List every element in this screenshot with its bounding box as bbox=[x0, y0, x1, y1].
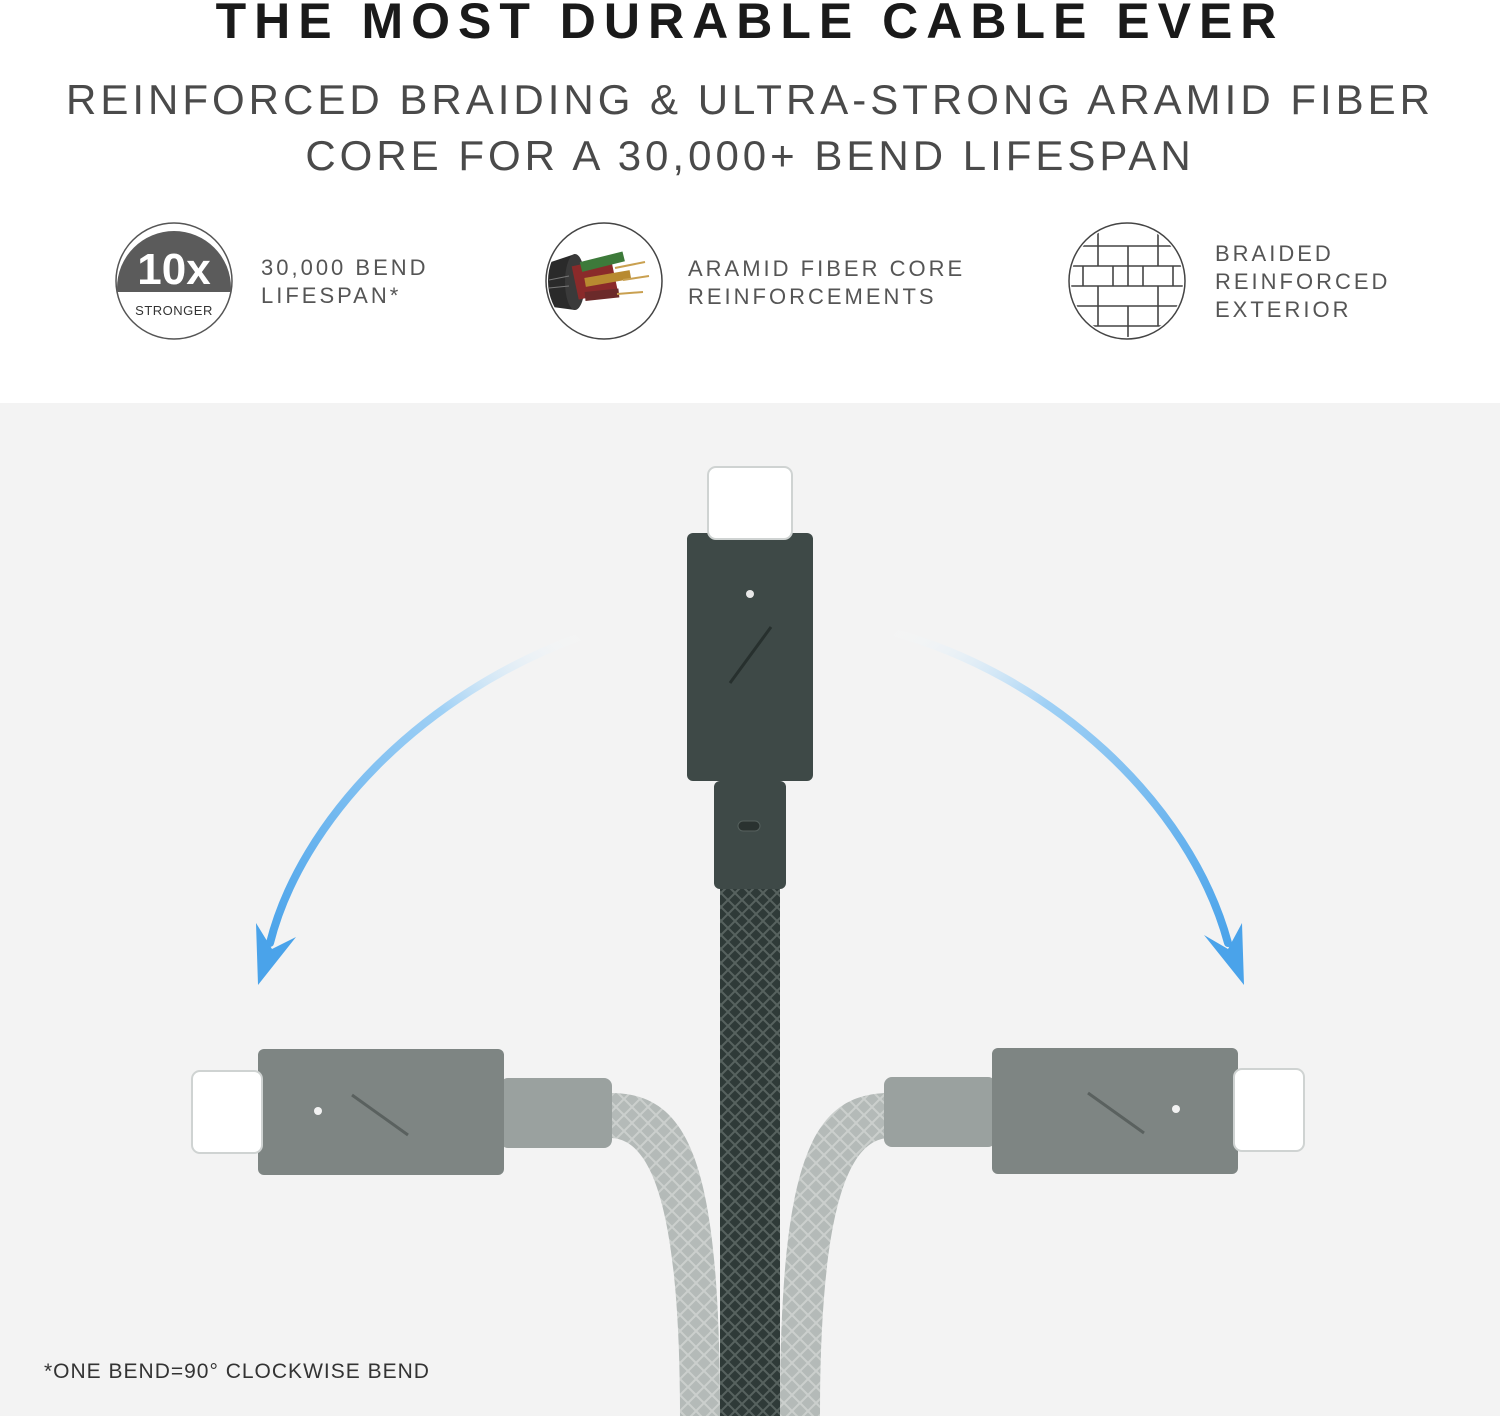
braid-pattern-icon bbox=[1068, 222, 1186, 340]
left-bend-arrow bbox=[256, 631, 589, 985]
feature-label-line: 30,000 BEND bbox=[261, 255, 429, 280]
badge-caption: STRONGER bbox=[135, 303, 213, 318]
feature-label-line: EXTERIOR bbox=[1215, 297, 1352, 322]
feature-label: ARAMID FIBER CORE REINFORCEMENTS bbox=[688, 255, 965, 311]
cable-illustration bbox=[191, 466, 1305, 1416]
feature-label-line: REINFORCEMENTS bbox=[688, 284, 937, 309]
subheadline-line-1: REINFORCED BRAIDING & ULTRA-STRONG ARAMI… bbox=[66, 76, 1434, 123]
footnote: *ONE BEND=90° CLOCKWISE BEND bbox=[44, 1360, 430, 1383]
right-bend-arrow bbox=[884, 627, 1244, 985]
feature-label-line: LIFESPAN* bbox=[261, 283, 402, 308]
10x-stronger-badge-icon: 10x STRONGER bbox=[115, 222, 233, 340]
product-photo bbox=[0, 403, 1500, 1416]
feature-label: 30,000 BEND LIFESPAN* bbox=[261, 254, 429, 310]
subheadline: REINFORCED BRAIDING & ULTRA-STRONG ARAMI… bbox=[60, 72, 1440, 184]
left-bent-cable bbox=[191, 1049, 720, 1416]
cable-cross-section-icon bbox=[545, 222, 663, 340]
feature-label-line: ARAMID FIBER CORE bbox=[688, 256, 966, 281]
headline: THE MOST DURABLE CABLE EVER bbox=[215, 0, 1285, 49]
badge-value: 10x bbox=[137, 245, 211, 294]
center-cable bbox=[687, 466, 813, 1416]
subheadline-line-2: CORE FOR A 30,000+ BEND LIFESPAN bbox=[305, 132, 1195, 179]
right-bent-cable bbox=[780, 1048, 1305, 1416]
feature-label: BRAIDED REINFORCED EXTERIOR bbox=[1215, 240, 1390, 324]
feature-label-line: BRAIDED bbox=[1215, 241, 1334, 266]
feature-label-line: REINFORCED bbox=[1215, 269, 1391, 294]
